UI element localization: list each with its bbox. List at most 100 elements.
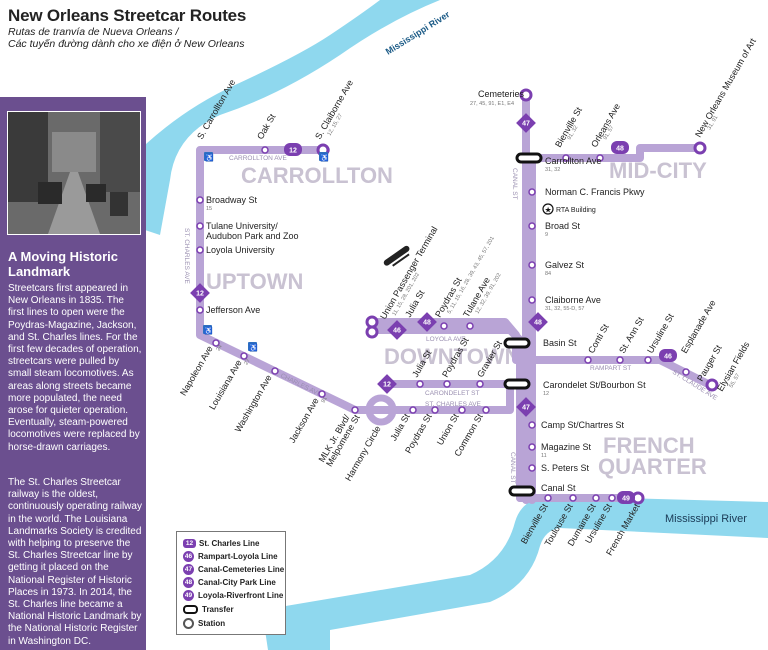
map-subtitle-es: Rutas de tranvía de Nueva Orleans / [8,26,179,38]
stop-dot[interactable] [562,154,570,162]
stop-jackson: Jackson Ave [287,396,321,445]
stop-dot[interactable] [409,406,417,414]
stop-dot[interactable] [212,339,220,347]
route-badge-46: 46 [659,349,677,362]
stop-dot[interactable] [528,222,536,230]
stop-loyola-u: Loyola University [206,245,275,255]
stop-rta: RTA Building [556,207,596,214]
stop-dot[interactable] [443,380,451,388]
station-icon [183,617,194,629]
stop-dot[interactable] [528,188,536,196]
stop-dot[interactable] [544,494,552,502]
stop-dot[interactable] [528,261,536,269]
terminal-elysian[interactable] [705,378,719,392]
stop-dot[interactable] [318,390,326,398]
stop-esplanade: Esplanade Ave [679,298,718,355]
stop-dot[interactable] [196,246,204,254]
stop-dot[interactable] [416,380,424,388]
stop-dot[interactable] [584,356,592,364]
stop-dot[interactable] [528,421,536,429]
accessible-icon [204,152,213,161]
stop-dot[interactable] [482,406,490,414]
stop-norman: Norman C. Francis Pkwy [545,187,645,197]
stop-dot[interactable] [528,443,536,451]
legend-label: Canal-City Park Line [198,577,276,587]
stop-dot[interactable] [466,322,474,330]
legend-badge: 46 [183,550,194,562]
svg-text:♿: ♿ [205,153,214,162]
street-carrollton-ave: CARROLLTON AVE [229,155,287,162]
route-badge-48: 48 [528,312,548,332]
routes-carrollton: 31, 32 [545,167,560,173]
transfer-basin[interactable] [503,337,531,349]
svg-text:47: 47 [522,121,530,128]
district-midcity: MID-CITY [609,158,707,183]
routes-broadway: 15 [206,206,212,212]
accessible-icon [248,342,257,351]
terminal-museum[interactable] [693,141,707,155]
svg-text:49: 49 [622,496,630,503]
street-loyola-ave: LOYOLA AVE [426,336,466,343]
svg-text:47: 47 [522,405,530,412]
legend-item: Transfer [183,603,234,615]
stop-dot[interactable] [592,494,600,502]
svg-text:♿: ♿ [249,343,258,352]
district-carrollton: CARROLLTON [241,163,393,188]
route-badge-12: 12 [377,374,397,394]
street-st-charles-ave-3: ST. CHARLES AVE [425,401,482,408]
stop-dot[interactable] [431,406,439,414]
routes-claiborne: 31, 32, 55-D, 57 [545,306,584,312]
stop-dot[interactable] [458,406,466,414]
stop-dot[interactable] [682,368,690,376]
route-badge-47: 47 [516,113,536,133]
transfer-carondelet[interactable] [503,378,531,390]
stop-dot[interactable] [528,464,536,472]
terminal-upt-2[interactable] [365,325,379,339]
district-downtown: DOWNTOWN [384,344,520,369]
routes-louisiana: 27 [243,358,251,366]
stop-dot[interactable] [476,380,484,388]
stop-oak: Oak St [255,112,278,141]
legend-badge: 49 [183,589,194,601]
stop-dot[interactable] [351,406,359,414]
map-title: New Orleans Streetcar Routes [8,6,247,25]
street-rampart-st: RAMPART ST [590,365,631,372]
routes-jackson: 91 [320,396,328,404]
stop-dot[interactable] [240,352,248,360]
stop-basin: Basin St [543,338,577,348]
mississippi-river-north [120,0,440,235]
stop-dot[interactable] [261,146,269,154]
route-badge-12: 12 [284,143,302,156]
stop-ursuline-up: Ursuline St [645,311,676,355]
stop-dot[interactable] [569,494,577,502]
stop-broad: Broad St [545,221,581,231]
legend-label: Station [198,618,226,628]
routes-napoleon: 24 [215,344,223,352]
legend-label: Canal-Cemeteries Line [198,564,285,574]
stop-dot[interactable] [644,356,652,364]
stop-dot[interactable] [608,494,616,502]
stop-dot[interactable] [528,296,536,304]
stop-dot[interactable] [196,222,204,230]
stop-dot[interactable] [440,322,448,330]
transfer-canal[interactable] [508,485,536,497]
stop-dot[interactable] [616,356,624,364]
stop-camp: Camp St/Chartres St [541,420,625,430]
stop-st-ann: St. Ann St [617,315,646,355]
history-panel: A Moving Historic Landmark Streetcars fi… [0,97,146,650]
stop-dot[interactable] [196,306,204,314]
route-badge-47: 47 [516,397,536,417]
harmony-circle [365,394,397,426]
stop-pauger: Pauger St [695,343,724,383]
street-canal-st: CANAL ST [511,168,518,200]
stop-dot[interactable] [596,154,604,162]
stop-magazine: Magazine St [541,442,592,452]
district-uptown: UPTOWN [206,269,303,294]
transfer-carrollton[interactable] [515,152,543,164]
terminal-cemeteries[interactable] [519,88,533,102]
stop-dot[interactable] [196,196,204,204]
stop-conti: Conti St [586,322,611,355]
stop-dot[interactable] [271,367,279,375]
